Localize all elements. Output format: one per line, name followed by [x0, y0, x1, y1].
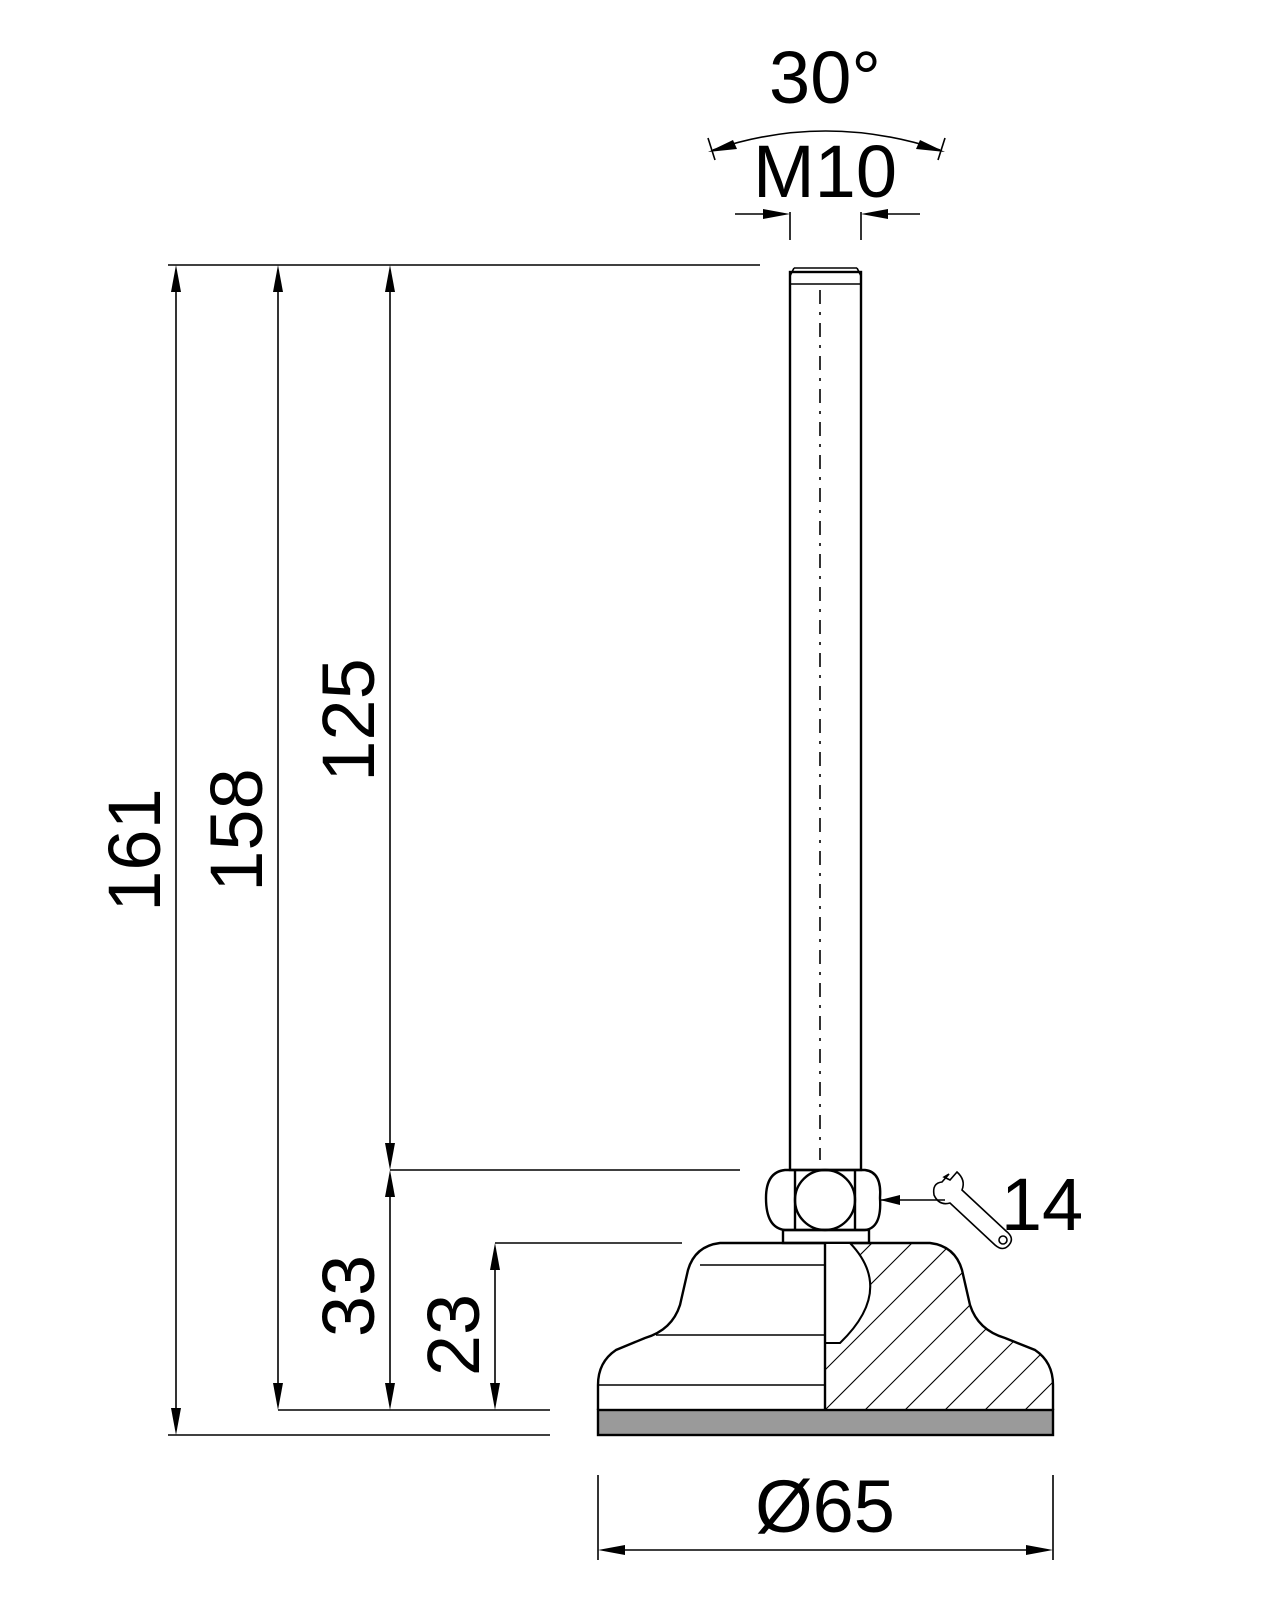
base-diameter-label: Ø65	[755, 1465, 895, 1548]
overall-height-label: 161	[93, 788, 176, 911]
angle-label: 30°	[769, 36, 881, 119]
base-pad	[596, 1408, 1055, 1437]
stud-length-label: 125	[307, 658, 390, 781]
wrench-icon	[932, 1170, 1013, 1250]
thread-length-total-label: 158	[195, 768, 278, 891]
base-height-label: 23	[412, 1294, 495, 1376]
nut-height-label: 33	[307, 1255, 390, 1337]
thread-size-label: M10	[753, 130, 897, 213]
wrench-size-label: 14	[1001, 1163, 1083, 1246]
extension-lines	[168, 212, 1054, 1560]
hex-nut	[764, 1168, 882, 1245]
dimension-lines	[171, 130, 1053, 1555]
threaded-stud	[788, 267, 863, 1172]
